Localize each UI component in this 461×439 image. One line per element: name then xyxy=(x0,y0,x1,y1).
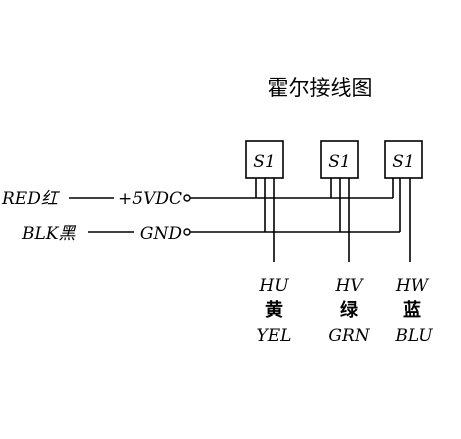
color-en-label-2: GRN xyxy=(328,326,370,346)
gnd-signal-label: GND xyxy=(140,224,182,244)
color-en-label-3: BLU xyxy=(394,326,433,346)
color-cn-label-3: 蓝 xyxy=(403,300,421,321)
sensor-label-2: S1 xyxy=(328,152,350,172)
sensor-box-3 xyxy=(384,140,423,179)
sensor-label-3: S1 xyxy=(392,152,414,172)
red-wire-label: RED红 xyxy=(1,189,61,209)
vcc-signal-label: +5VDC xyxy=(118,189,182,209)
output-label-hw: HW xyxy=(395,276,430,296)
gnd-terminal xyxy=(183,228,191,236)
diagram-title: 霍尔接线图 xyxy=(268,76,373,100)
color-cn-label-1: 黄 xyxy=(265,299,283,321)
sensor-label-1: S1 xyxy=(253,152,275,172)
blk-wire-label: BLK黑 xyxy=(21,224,76,244)
color-en-label-1: YEL xyxy=(257,326,292,346)
output-label-hu: HU xyxy=(258,276,289,296)
color-cn-label-2: 绿 xyxy=(340,299,359,321)
output-label-hv: HV xyxy=(334,276,364,296)
vcc-terminal xyxy=(183,194,191,202)
